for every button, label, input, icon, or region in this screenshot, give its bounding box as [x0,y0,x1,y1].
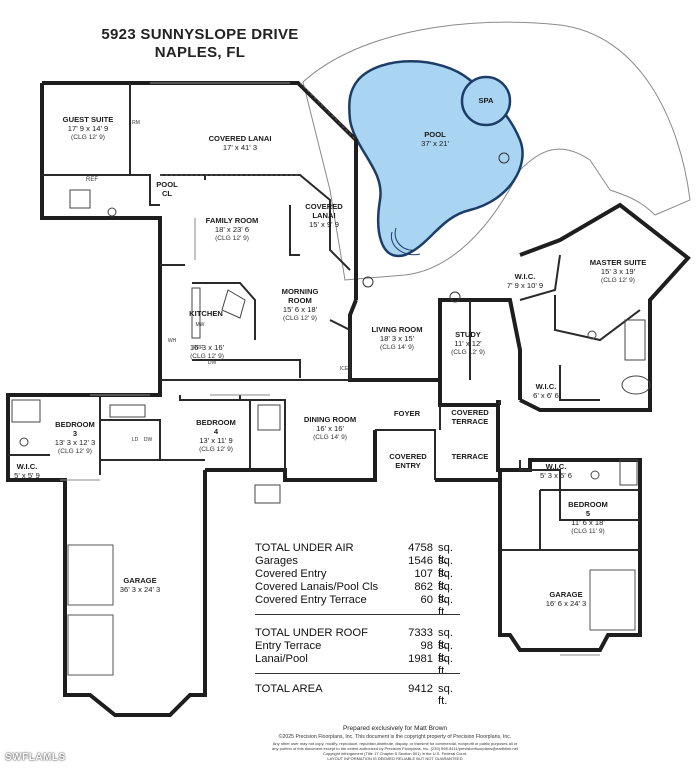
garage-doors [67,544,636,676]
interior-walls [8,83,641,551]
room-covered-lanai-side: COVERED LANAI 15' x 9' 9 [305,202,343,229]
room-garage-main: GARAGE 36' 3 x 24' 3 [119,576,161,594]
room-covered-lanai: COVERED LANAI 17' x 41' 3 [208,134,272,152]
area-row-covered-lanais: Covered Lanais/Pool Cls 862 sq. ft. [255,581,453,605]
room-covered-entry: COVERED ENTRY [389,452,427,470]
label-dw: DW [207,360,217,366]
label-ice: ICE [339,366,349,372]
footer-line-3: any portion of this document except to t… [272,746,518,751]
room-foyer: FOYER [393,409,421,418]
room-covered-terrace: COVERED TERRACE [451,408,489,426]
city-title: NAPLES, FL [154,44,246,61]
label-rm: RM [132,120,140,126]
plant-icon [362,152,510,303]
windows [60,82,600,656]
room-wic-bed3: W.I.C. 5' x 5' 9 [14,462,40,480]
room-wic-bed5: W.I.C. 5' 3 x 5' 6 [539,462,573,480]
label-mw: MW [195,322,205,328]
area-divider-2 [255,673,460,674]
bath-fixtures [11,189,651,504]
footer-copyright: ©2025 Precision Floorplans, Inc. This do… [278,734,512,740]
area-row-covered-entry: Covered Entry 107 sq. ft. [255,568,453,592]
watermark-logo: SWFLAMLS [5,752,66,763]
room-wic-master-2: W.I.C. 6' x 6' 6 [533,382,559,400]
area-row-total-under-roof: TOTAL UNDER ROOF 7333 sq. ft. [255,627,453,651]
kitchen-island [221,289,246,319]
room-morning-room: MORNING ROOM 15' 6 x 18' (CLG 12' 9) [281,287,319,322]
room-kitchen-dims: 16' 3 x 16' (CLG 12' 9) [189,343,225,360]
area-row-total-under-air: TOTAL UNDER AIR 4758 sq. ft. [255,542,453,566]
room-kitchen: KITCHEN [189,309,223,318]
room-spa: SPA [478,96,494,105]
label-ref-kitchen: REF [193,345,203,351]
room-bedroom-5: BEDROOM 5 11' 6 x 18' (CLG 11' 9) [568,500,608,535]
area-row-entry-terrace: Entry Terrace 98 sq. ft. [255,640,453,664]
area-row-total-area: TOTAL AREA 9412 sq. ft. [255,683,453,707]
area-row-covered-entry-terrace: Covered Entry Terrace 60 sq. ft. [255,594,453,618]
label-dw-2: DW [143,437,153,443]
room-wic-master-1: W.I.C. 7' 9 x 10' 9 [506,272,544,290]
spa-shape [460,75,512,127]
room-guest-suite: GUEST SUITE 17' 9 x 14' 9 (CLG 12' 9) [62,115,114,141]
label-wh: WH [167,338,177,344]
room-bedroom-4: BEDROOM 4 13' x 11' 9 (CLG 12' 9) [196,418,236,453]
room-pool: POOL 37' x 21' [421,130,449,148]
room-garage-side: GARAGE 16' 6 x 24' 3 [545,590,587,608]
footer-line-2: Any other user may not copy, modify, rep… [272,741,518,746]
label-ld: LD [131,437,139,443]
footer-line-5: LAYOUT INFORMATION IS DEEMED RELIABLE BU… [327,756,463,761]
address-title: 5923 SUNNYSLOPE DRIVE [101,26,299,43]
room-dining-room: DINING ROOM 16' x 16' (CLG 14' 9) [303,415,357,441]
room-master-suite: MASTER SUITE 15' 3 x 19' (CLG 12' 9) [589,258,647,284]
lanai-edge-line [160,82,357,176]
room-family-room: FAMILY ROOM 18' x 23' 6 (CLG 12' 9) [205,216,259,242]
label-ref-guest: REF [86,177,98,183]
kitchen-counter [191,287,201,339]
room-pool-cl: POOL CL [156,180,178,198]
footer-prepared: Prepared exclusively for Matt Brown [342,725,448,732]
pool-steps [390,227,421,256]
area-row-garages: Garages 1546 sq. ft. [255,555,453,579]
footer-line-4: Copyright infringement (Title 17 Chapter… [322,751,468,756]
room-terrace: TERRACE [451,452,489,461]
room-study: STUDY 11' x 12' (CLG 12' 9) [451,330,485,356]
area-row-lanai-pool: Lanai/Pool 1981 sq. ft. [255,653,453,677]
room-bedroom-3: BEDROOM 3 13' 3 x 12' 3 (CLG 12' 9) [54,420,96,455]
area-divider-1 [255,614,460,615]
room-living-room: LIVING ROOM 18' 3 x 15' (CLG 14' 9) [371,325,423,351]
